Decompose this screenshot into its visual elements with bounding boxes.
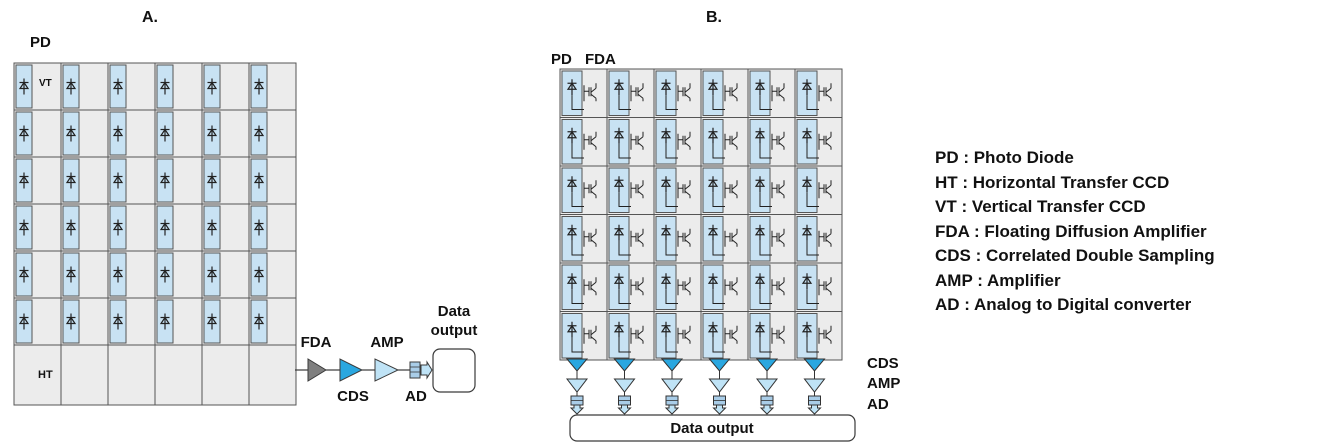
panel-a: A. PD HT VT FDA CDS AMP AD Data output [13, 9, 478, 406]
panel-a-title: A. [142, 9, 158, 26]
pixel-wire [665, 240, 678, 256]
ad-arrow [759, 404, 775, 415]
pixel-wire [712, 337, 725, 353]
output-label-a-line2: output [431, 322, 478, 339]
ad-arrow [617, 404, 632, 415]
fda-label-a: FDA [301, 334, 332, 351]
vt-label: VT [39, 78, 52, 89]
pixel-wire [571, 337, 584, 353]
pixel-wire [618, 240, 631, 256]
pixel-wire [712, 289, 725, 304]
ad-arrow-a [420, 360, 433, 380]
pixel-wire [759, 240, 772, 256]
panel-b-title: B. [706, 9, 722, 26]
pixel-wire [806, 289, 819, 304]
output-label-a-line1: Data [438, 303, 471, 320]
pixel-wire [806, 143, 819, 159]
pixel-wire [571, 95, 584, 110]
ad-arrow [807, 404, 822, 415]
legend-item: PD : Photo Diode [935, 148, 1074, 167]
pixel-wire [712, 240, 725, 256]
cds-label-a: CDS [337, 388, 369, 405]
pixel-wire [806, 95, 819, 110]
pixel-wire [806, 337, 819, 353]
pixel-wire [571, 289, 584, 304]
legend: PD : Photo Diode HT : Horizontal Transfer… [935, 146, 1215, 318]
pixel-wire [571, 240, 584, 256]
cds-triangle-a [339, 358, 364, 382]
cds-label-b: CDS [867, 355, 899, 372]
ht-cell [154, 344, 203, 406]
amp-triangle [613, 378, 636, 393]
panel-a-pd-label: PD [30, 34, 51, 51]
pixel-wire [665, 143, 678, 159]
pixel-wire [665, 192, 678, 207]
panel-b-pd-label: PD [551, 51, 572, 68]
legend-item: VT : Vertical Transfer CCD [935, 197, 1146, 216]
legend-item: AMP : Amplifier [935, 270, 1061, 290]
pixel-wire [759, 95, 772, 110]
data-output-box-a [432, 348, 476, 393]
panel-b: B. PD FDA CDS AMP AD Data output [551, 9, 900, 442]
pixel-wire [806, 192, 819, 207]
pixel-wire [571, 192, 584, 207]
amp-triangle [660, 378, 684, 393]
pixel-wire [759, 289, 772, 304]
pixel-wire [712, 143, 725, 159]
pixel-wire [618, 95, 631, 110]
ad-label-a: AD [405, 388, 427, 405]
amp-label-b: AMP [867, 375, 900, 392]
amp-triangle [565, 378, 589, 393]
pixel-wire [618, 337, 631, 353]
cds-triangle [565, 358, 589, 372]
legend-item: CDS : Correlated Double Sampling [935, 246, 1215, 265]
ad-arrow [712, 404, 727, 415]
ht-cell [201, 344, 250, 406]
panel-b-fda-label: FDA [585, 51, 616, 68]
pixel-wire [759, 337, 772, 353]
output-label-b: Data output [670, 420, 753, 437]
pixel-wire [759, 192, 772, 207]
pixel-wire [712, 95, 725, 110]
ccd-pixel-array [13, 62, 297, 346]
horizontal-transfer-register [13, 344, 297, 406]
cds-triangle [755, 358, 779, 372]
ad-arrow [569, 404, 585, 415]
cds-triangle [708, 358, 731, 372]
cds-triangle [660, 358, 684, 372]
ad-label-b: AD [867, 396, 889, 413]
legend-item: AD : Analog to Digital converter [935, 295, 1192, 314]
ht-cell [13, 344, 62, 406]
pixel-wire [806, 240, 819, 256]
cmos-pixel-array [559, 68, 843, 361]
amp-triangle-a [374, 358, 400, 382]
legend-item: FDA : Floating Diffusion Amplifier [935, 221, 1207, 241]
ht-cell [60, 344, 109, 406]
pixel-wire [759, 143, 772, 159]
ht-label: HT [38, 369, 53, 381]
pixel-wire [665, 337, 678, 353]
legend-item: HT : Horizontal Transfer CCD [935, 172, 1170, 192]
pixel-wire [618, 143, 631, 159]
ad-block-a [409, 361, 421, 379]
ad-arrow [664, 404, 680, 415]
amp-triangle [755, 378, 779, 393]
pixel-wire [618, 192, 631, 207]
cds-triangle [803, 358, 826, 372]
pixel-wire [618, 289, 631, 304]
amp-triangle [708, 378, 731, 393]
fda-triangle-a [307, 358, 327, 382]
cds-triangle [613, 358, 636, 372]
pixel-wire [665, 289, 678, 304]
column-readout-chain [565, 358, 826, 415]
amp-label-a: AMP [370, 334, 403, 351]
pixel-wire [712, 192, 725, 207]
pixel-wire [665, 95, 678, 110]
ht-cell [248, 344, 297, 406]
pixel-wire [571, 143, 584, 159]
ht-cell [107, 344, 156, 406]
data-output-box-b [569, 414, 856, 442]
amp-triangle [803, 378, 826, 393]
